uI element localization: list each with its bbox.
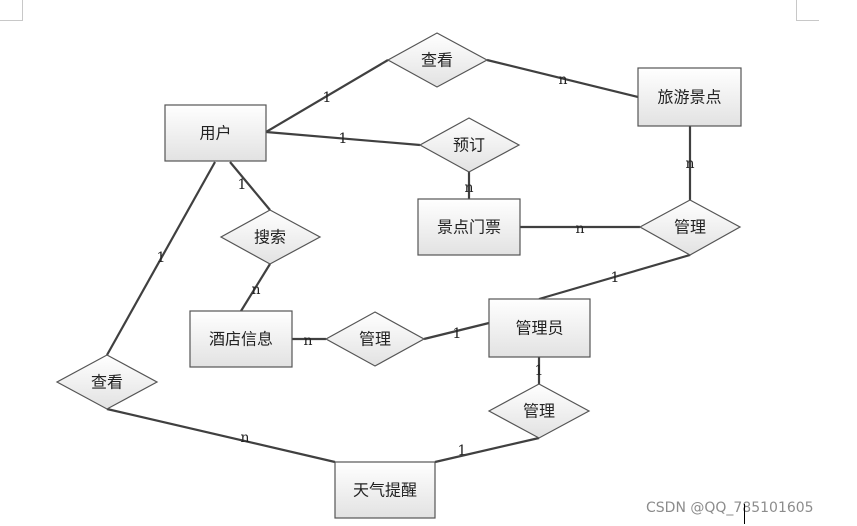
line-user-book <box>265 130 421 147</box>
relationship-book-label: 预订 <box>453 136 485 155</box>
cardinality-user-view-weather: 1 <box>157 250 166 266</box>
relationship-manage-hotel-label: 管理 <box>359 330 391 349</box>
cardinality-manage-weather: 1 <box>458 443 467 459</box>
line-manage-admin-mid <box>423 321 490 341</box>
entity-weather: 天气提醒 <box>334 461 436 519</box>
relationship-manage-ticket: 管理 <box>638 199 742 256</box>
line-user-view <box>265 59 389 133</box>
cardinality-view-weather-weather: n <box>240 430 249 446</box>
page-corner-mark-right <box>796 0 819 21</box>
cardinality-user-view: 1 <box>323 90 332 106</box>
line-viewweather-weather <box>106 407 336 464</box>
relationship-manage-weather: 管理 <box>487 383 591 439</box>
line-manage-admin-top <box>538 253 691 301</box>
relationship-view-attraction-label: 查看 <box>421 51 453 70</box>
entity-hotel-label: 酒店信息 <box>209 330 273 349</box>
line-search-hotel <box>240 263 271 312</box>
entity-ticket-label: 景点门票 <box>437 218 501 237</box>
relationship-view-weather: 查看 <box>55 354 159 410</box>
relationship-search: 搜索 <box>219 209 322 265</box>
cardinality-admin-manage: 1 <box>535 363 544 379</box>
cardinality-manage-admin-2: 1 <box>453 326 462 342</box>
cardinality-manage-admin-1: 1 <box>611 270 620 286</box>
relationship-manage-hotel: 管理 <box>324 311 426 367</box>
entity-attraction-label: 旅游景点 <box>657 88 721 107</box>
cardinality-user-book: 1 <box>339 131 348 147</box>
connector-lines <box>106 58 692 464</box>
relationship-manage-ticket-label: 管理 <box>674 218 706 237</box>
entity-attraction: 旅游景点 <box>637 67 742 127</box>
relationship-manage-weather-label: 管理 <box>523 402 555 421</box>
entity-admin-label: 管理员 <box>515 319 563 338</box>
cardinality-labels: 1 n 1 n 1 n n n 1 n 1 1 1 1 n <box>157 72 695 459</box>
entity-user: 用户 <box>164 104 267 162</box>
cardinality-search-hotel: n <box>251 282 260 298</box>
entity-hotel: 酒店信息 <box>189 310 293 368</box>
cardinality-book-ticket: n <box>464 180 473 196</box>
entity-ticket: 景点门票 <box>417 198 521 256</box>
entity-user-label: 用户 <box>199 124 231 143</box>
cardinality-attraction-manage: n <box>685 156 694 172</box>
entity-admin: 管理员 <box>488 298 591 358</box>
line-view-attraction <box>486 58 639 99</box>
relationship-book: 预订 <box>418 117 521 173</box>
cardinality-user-search: 1 <box>238 177 247 193</box>
relationship-view-attraction: 查看 <box>386 32 489 88</box>
line-manage-weather <box>434 436 540 464</box>
relationship-search-label: 搜索 <box>254 228 286 247</box>
page-corner-mark-left <box>0 0 23 21</box>
entity-weather-label: 天气提醒 <box>353 481 417 500</box>
watermark-text: CSDN @QQ_785101605 <box>646 500 814 516</box>
cardinality-ticket-manage: n <box>575 221 584 237</box>
text-cursor <box>744 504 745 524</box>
line-user-search <box>229 161 271 211</box>
relationship-view-weather-label: 查看 <box>91 373 123 392</box>
cardinality-hotel-manage: n <box>303 333 312 349</box>
cardinality-view-attraction: n <box>558 72 567 88</box>
line-user-viewweather <box>106 161 216 356</box>
